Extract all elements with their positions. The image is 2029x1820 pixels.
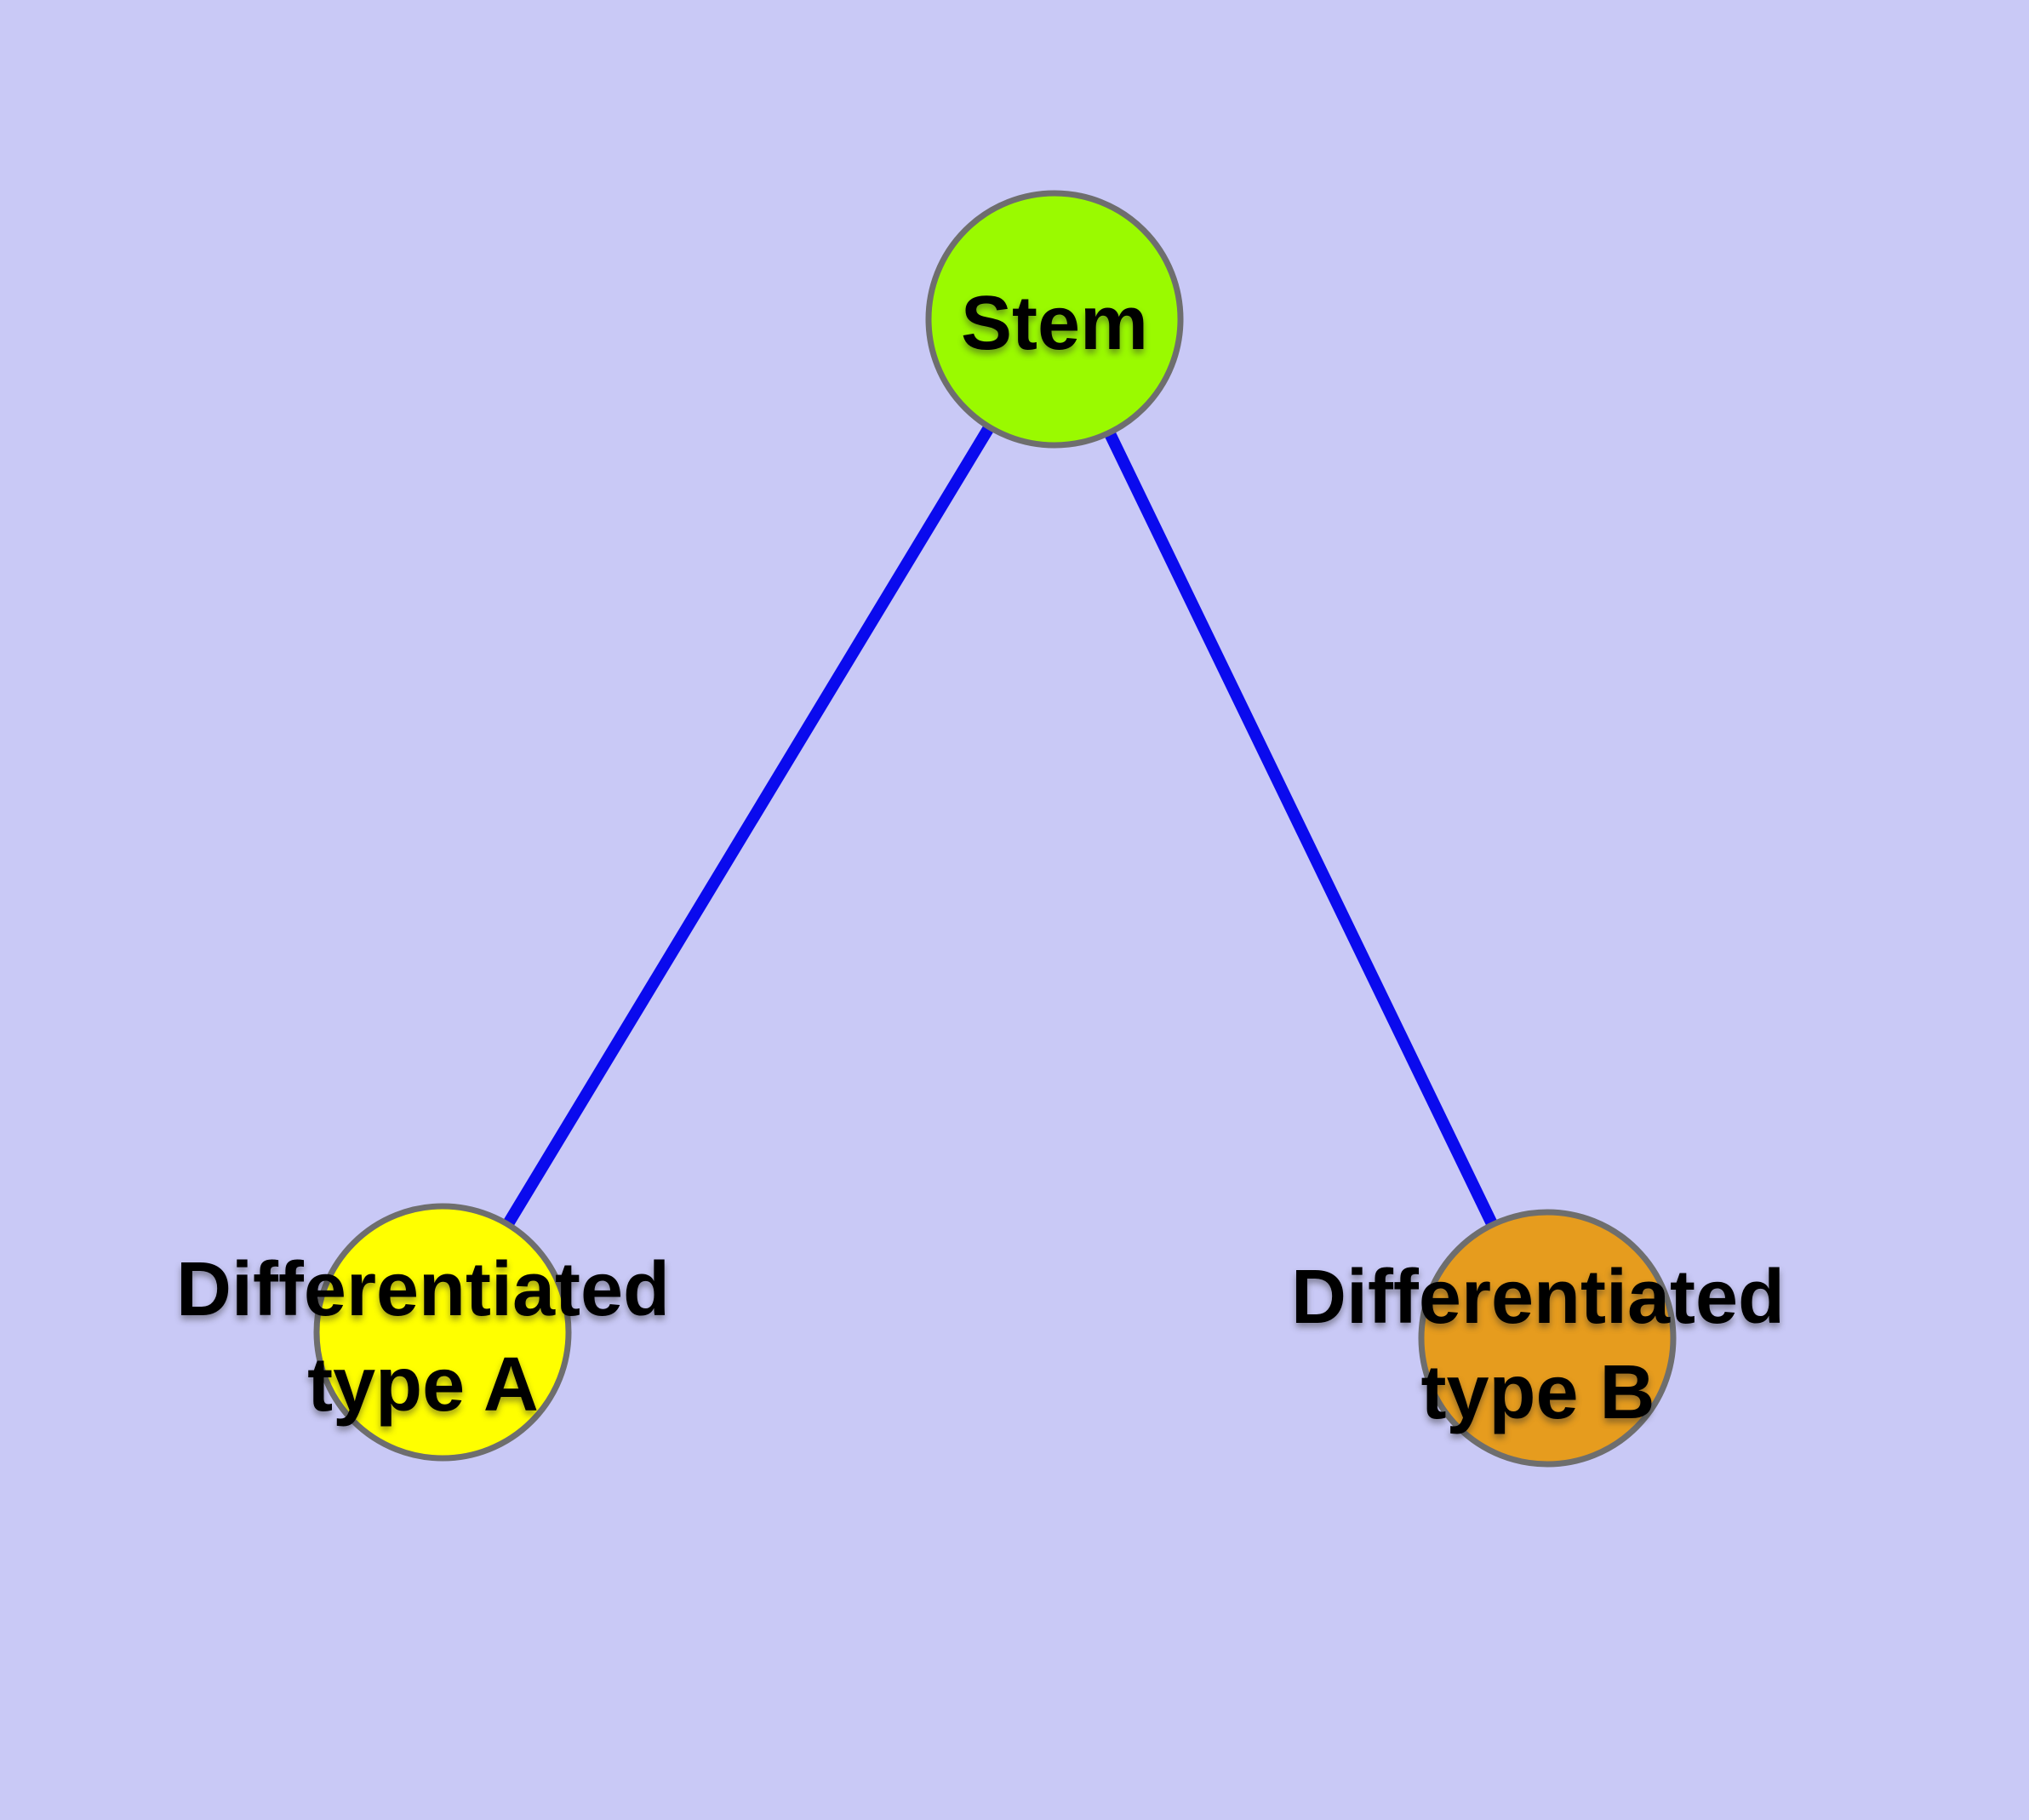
edge-stem-to-type-a xyxy=(437,316,1060,1336)
node-type-a-label-line2: type A xyxy=(307,1342,539,1428)
node-type-a-label-line1: Differentiated xyxy=(176,1247,670,1332)
node-differentiated-type-a xyxy=(313,1203,572,1462)
node-type-b-label-line1: Differentiated xyxy=(1291,1255,1785,1340)
node-stem-label: Stem xyxy=(961,281,1148,366)
node-type-b-label-line2: type B xyxy=(1420,1350,1655,1435)
node-differentiated-type-b xyxy=(1418,1209,1677,1468)
node-stem xyxy=(925,190,1184,449)
edge-stem-to-type-b xyxy=(1049,316,1553,1342)
